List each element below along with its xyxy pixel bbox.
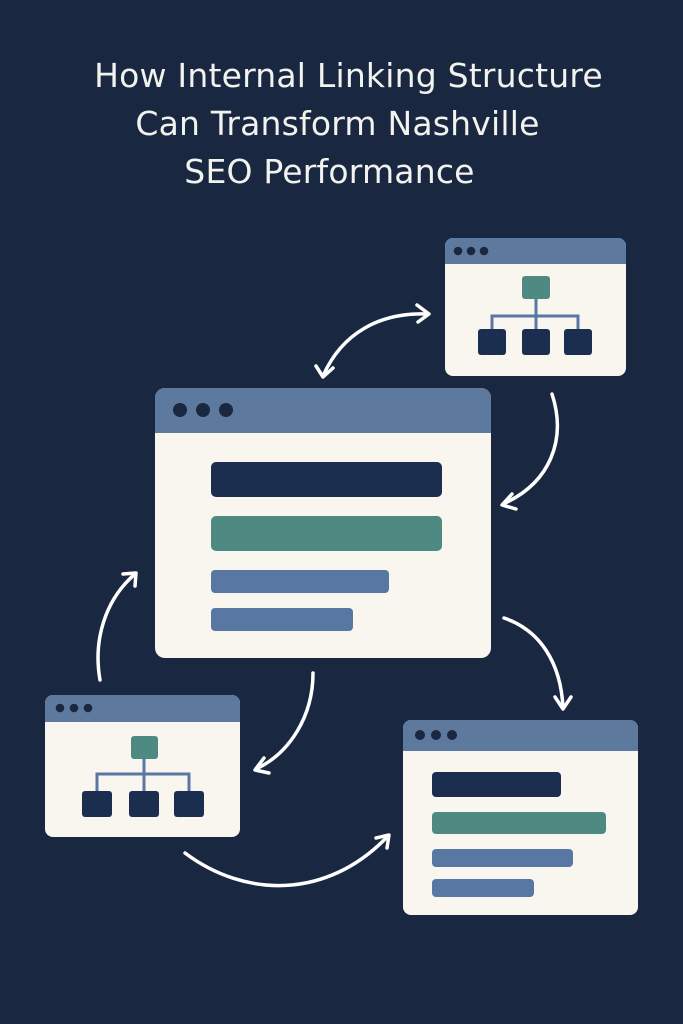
window-dot-icon (479, 246, 489, 256)
title-line-1: How Internal Linking Structure (94, 56, 603, 95)
curved-arrow-icon (183, 833, 391, 888)
hierarchy-page-window-top (445, 238, 626, 376)
content-bar-subheading (432, 812, 606, 834)
content-bar-text (211, 608, 353, 631)
window-dot-icon (219, 403, 233, 417)
curved-arrow-icon (502, 616, 573, 711)
window-dot-icon (196, 403, 210, 417)
sitemap-icon (478, 276, 592, 355)
window-dot-icon (55, 703, 65, 713)
content-page-titlebar (403, 720, 638, 751)
window-dot-icon (83, 703, 93, 713)
content-bar-text (432, 879, 534, 897)
curved-arrow-icon (253, 671, 315, 775)
content-bar-text (211, 570, 389, 593)
window-dot-icon (415, 730, 425, 740)
content-bar-text (432, 849, 573, 867)
content-bar-subheading (211, 516, 442, 551)
window-dot-icon (466, 246, 476, 256)
title-line-3: SEO Performance (184, 152, 475, 191)
window-dot-icon (173, 403, 187, 417)
main-page-titlebar (155, 388, 491, 433)
main-page-window (155, 388, 491, 658)
sitemap-icon (82, 736, 204, 817)
window-dot-icon (69, 703, 79, 713)
content-bar-heading (432, 772, 561, 797)
curved-arrow-icon (96, 571, 138, 682)
page-title: How Internal Linking Structure Can Trans… (0, 52, 683, 196)
title-line-2: Can Transform Nashville (135, 104, 540, 143)
window-dot-icon (431, 730, 441, 740)
window-dot-icon (447, 730, 457, 740)
hierarchy-page-window-bottom (45, 695, 240, 837)
curved-arrow-icon (314, 303, 431, 379)
curved-arrow-icon (500, 392, 560, 511)
content-bar-heading (211, 462, 442, 497)
content-page-window (403, 720, 638, 915)
window-dot-icon (453, 246, 463, 256)
